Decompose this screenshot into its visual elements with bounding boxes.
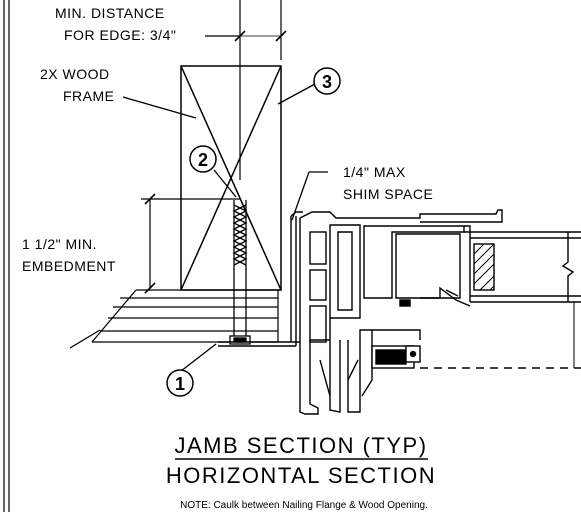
label-shim-line2: SHIM SPACE [343, 186, 433, 202]
leader-lines [69, 83, 328, 379]
callouts: 3 2 1 [166, 67, 341, 397]
callout-2: 2 [198, 150, 208, 170]
edge-distance-dimension [205, 0, 287, 180]
section-title: JAMB SECTION (TYP) [174, 433, 427, 458]
left-border [3, 0, 10, 512]
label-min-distance-line2: FOR EDGE: 3/4" [64, 27, 176, 43]
label-wood-frame-line2: FRAME [63, 88, 115, 104]
label-shim-line1: 1/4" MAX [343, 164, 406, 180]
caulk-note: NOTE: Caulk between Nailing Flange & Woo… [180, 500, 428, 511]
callout-1: 1 [175, 374, 185, 394]
label-min-distance-line1: MIN. DISTANCE [55, 5, 165, 21]
label-wood-frame-line1: 2X WOOD [40, 66, 110, 82]
callout-1-circle [166, 369, 194, 397]
wood-sill [91, 289, 281, 343]
callout-2-circle [189, 145, 217, 173]
label-embed-line2: EMBEDMENT [22, 258, 116, 274]
screw [229, 200, 251, 345]
embedment-dimension [141, 193, 240, 294]
wood-frame [180, 65, 282, 291]
section-subtitle: HORIZONTAL SECTION [166, 463, 436, 488]
callout-3-circle [313, 67, 341, 95]
label-embed-line1: 1 1/2" MIN. [22, 236, 97, 252]
callout-3: 3 [322, 72, 332, 92]
window-frame-profile [218, 209, 581, 415]
